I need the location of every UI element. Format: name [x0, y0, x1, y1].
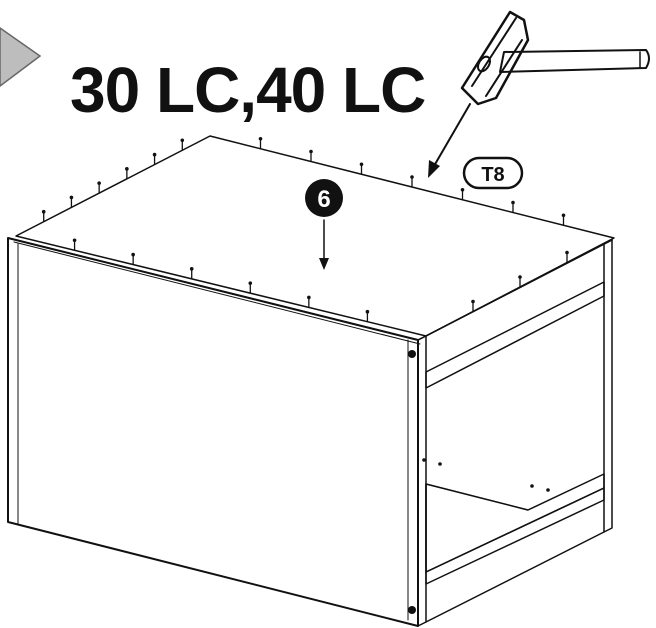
- top-panel: [15, 135, 615, 337]
- nail-head: [365, 309, 370, 314]
- nail-head: [152, 152, 157, 157]
- nail-head: [131, 252, 135, 257]
- nail-head: [460, 187, 465, 192]
- nail-head: [471, 299, 475, 304]
- nail-head: [125, 167, 129, 171]
- nail-head: [72, 238, 77, 243]
- nail-head: [258, 136, 263, 141]
- nail-head: [511, 200, 515, 205]
- nail-head: [518, 275, 522, 279]
- nail-head: [309, 149, 313, 154]
- front-side-panel: [7, 237, 419, 627]
- play-triangle-icon[interactable]: [0, 27, 42, 87]
- step-badge: 6: [305, 179, 343, 270]
- tool-badge: T8: [462, 156, 524, 190]
- nail-head: [359, 162, 364, 167]
- tool-code-label: T8: [481, 164, 504, 186]
- nail-row: [41, 136, 569, 322]
- nail-head: [41, 209, 46, 214]
- nail-head: [97, 181, 101, 185]
- cabinet-drawing: [7, 135, 615, 627]
- nail-head: [189, 267, 194, 271]
- right-end-panel: [417, 335, 427, 627]
- hammer-icon: [428, 10, 650, 178]
- nail-head: [180, 138, 185, 143]
- nail-head: [307, 295, 311, 300]
- nail-head: [565, 250, 569, 255]
- step-number: 6: [317, 186, 330, 213]
- nail-head: [248, 281, 253, 285]
- nail-head: [410, 175, 414, 179]
- nail-head: [69, 195, 74, 200]
- nail-head: [561, 213, 566, 218]
- page-title: 30 LC,40 LC: [70, 54, 425, 126]
